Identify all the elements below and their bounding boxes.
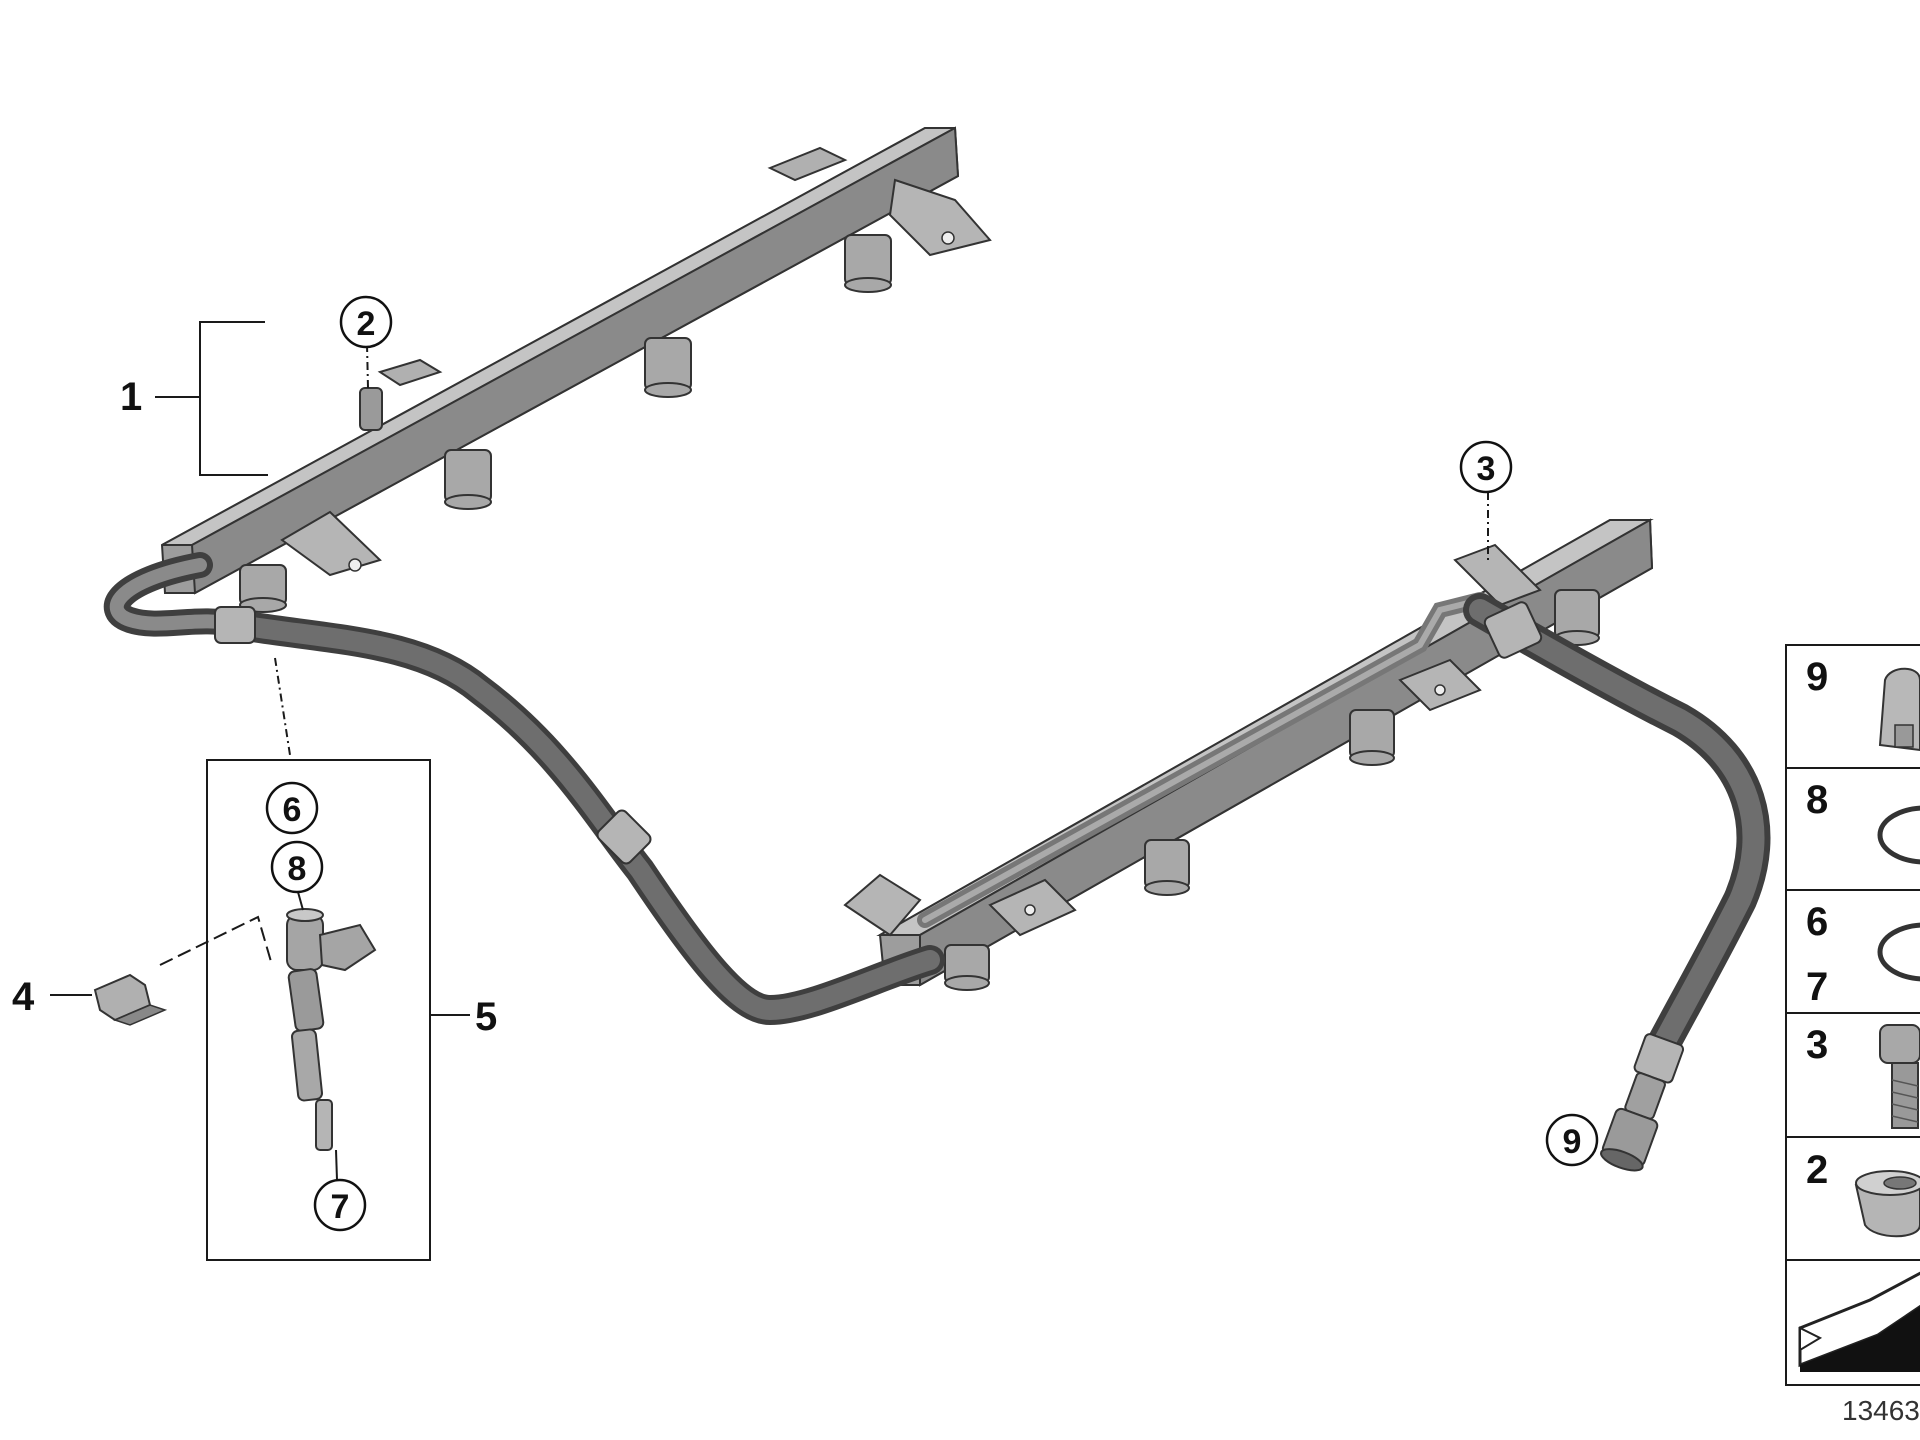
legend-row-8: 8 [1806,778,1920,865]
svg-text:8: 8 [1806,778,1828,822]
legend-row-2: 2 [1806,1148,1920,1238]
legend-row-6-7: 6 7 [1806,900,1920,1009]
callout-7: 7 [313,1178,367,1232]
svg-text:3: 3 [1477,450,1496,488]
parts-legend: 9 8 6 7 3 [1785,644,1920,1386]
orientation-arrow-icon [1798,1271,1920,1372]
svg-text:2: 2 [357,305,376,343]
callout-6: 6 [265,781,319,835]
callout-2: 2 [339,295,393,349]
crossover-fuel-line [103,552,945,1026]
bolt-icon [1879,1024,1920,1129]
injector-detail-box [93,759,431,1261]
svg-text:3: 3 [1806,1023,1828,1067]
svg-text:9: 9 [1563,1123,1582,1161]
svg-text:4: 4 [12,975,35,1019]
svg-text:6: 6 [1806,900,1828,944]
callout-1: 1 [120,375,142,419]
clip-4-icon [93,973,168,1026]
svg-text:7: 7 [331,1188,350,1226]
o-ring-icon [1877,922,1920,982]
diagram-number: 13463 [1842,1395,1920,1426]
legend-row-3: 3 [1806,1023,1920,1129]
left-fuel-rail [160,126,992,613]
feed-fuel-line [1463,593,1771,1172]
svg-text:7: 7 [1806,965,1828,1009]
callout-3: 3 [1459,440,1513,494]
callout-9: 9 [1545,1113,1599,1167]
leader-lines [50,321,1489,1181]
cap-icon [1854,1170,1920,1238]
callout-8: 8 [270,840,324,894]
o-ring-icon [1877,805,1920,865]
callout-5: 5 [475,995,497,1039]
svg-text:9: 9 [1806,655,1828,699]
svg-text:6: 6 [283,791,302,829]
svg-text:8: 8 [288,850,307,888]
svg-text:5: 5 [475,995,497,1039]
right-fuel-rail [843,518,1654,991]
clip-icon [1878,667,1920,752]
svg-text:1: 1 [120,375,142,419]
injector-icon [286,908,377,1151]
legend-row-9: 9 [1806,655,1920,752]
callout-4: 4 [12,975,35,1019]
svg-text:2: 2 [1806,1148,1828,1192]
